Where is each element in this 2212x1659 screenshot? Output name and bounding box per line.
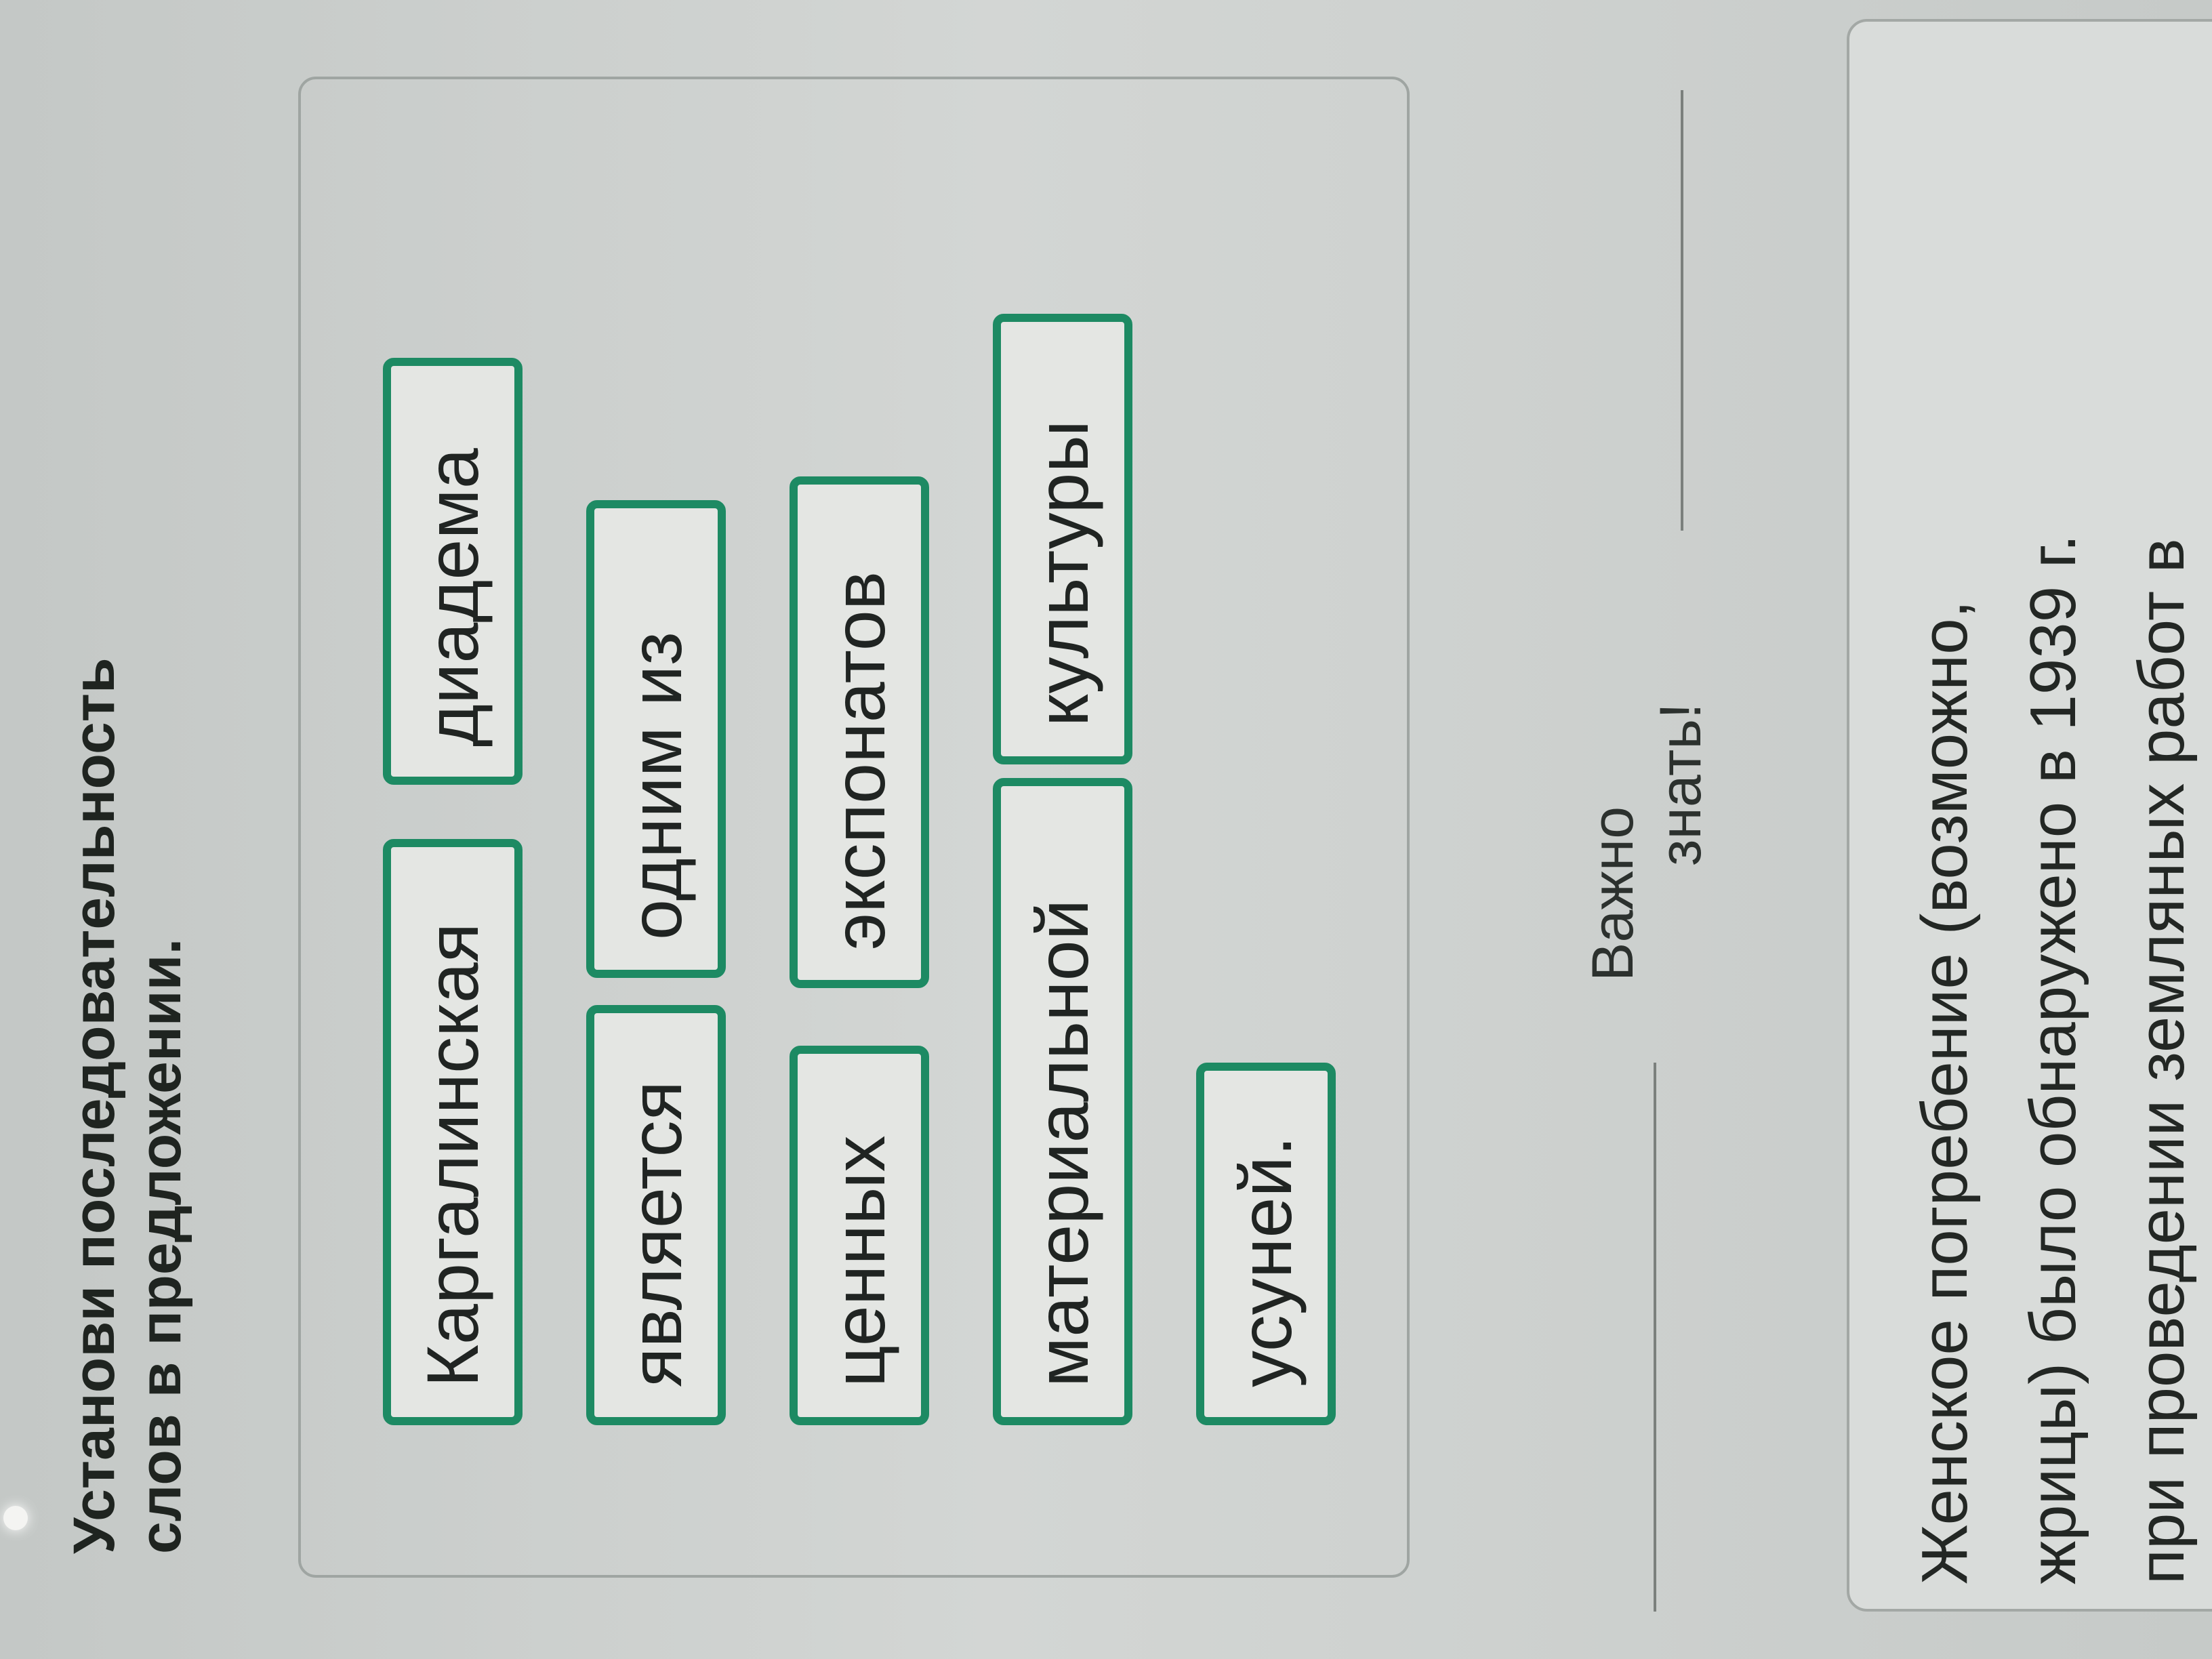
word-tile[interactable]: ценных: [790, 1046, 929, 1425]
info-text-line-1: Женское погребение (возможно,: [1908, 600, 1981, 1584]
info-text-line-2: жрицы) было обнаружено в 1939 г.: [2017, 534, 2089, 1584]
instruction-line-2: слов в предложении.: [128, 938, 193, 1554]
word-tile[interactable]: является: [586, 1005, 726, 1425]
instruction-line-1: Установи последовательность: [62, 657, 127, 1554]
task-instruction: Установи последовательность слов в предл…: [61, 537, 194, 1554]
word-tile[interactable]: Каргалинская: [383, 839, 523, 1425]
word-tile[interactable]: материальной: [993, 778, 1132, 1425]
info-text: Женское погребение (возможно, жрицы) был…: [1891, 5, 2212, 1584]
important-heading: Важно знать!: [1579, 575, 1715, 981]
word-tile[interactable]: усуней.: [1196, 1063, 1336, 1425]
divider-left: [1654, 1063, 1656, 1612]
word-tile[interactable]: экспонатов: [790, 476, 929, 988]
indicator-dot: [3, 1506, 28, 1530]
word-tile[interactable]: одним из: [586, 500, 726, 978]
important-heading-line-1: Важно: [1580, 806, 1645, 981]
divider-right: [1681, 90, 1683, 531]
important-heading-line-2: знать!: [1648, 703, 1713, 866]
info-text-line-3: при проведении земляных работ в: [2125, 538, 2198, 1584]
word-tile[interactable]: культуры: [993, 314, 1132, 764]
word-tile[interactable]: диадема: [383, 358, 523, 785]
